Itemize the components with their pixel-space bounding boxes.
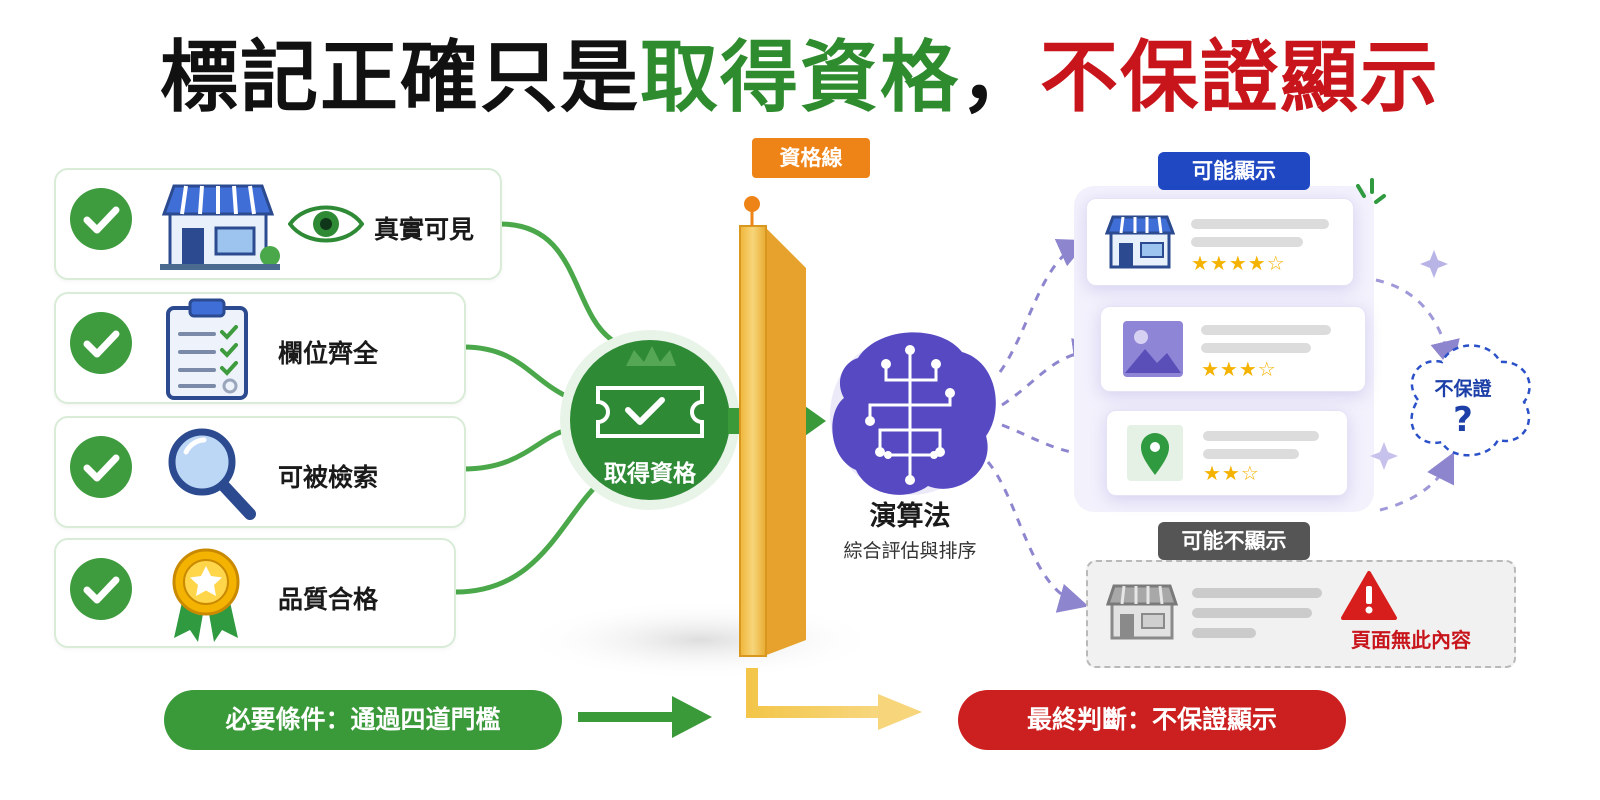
question-mark-icon: ?	[1453, 400, 1473, 440]
clipboard-checklist-icon	[166, 298, 248, 400]
may-not-show-tag: 可能不顯示	[1158, 522, 1310, 560]
connector-1	[499, 221, 614, 343]
title-part-red: 不保證顯示	[1040, 33, 1441, 123]
algorithm-subtitle: 綜合評估與排序	[843, 540, 977, 562]
condition-label: 可被檢索	[278, 463, 379, 492]
algorithm-title: 演算法	[869, 501, 951, 532]
magnifier-icon	[168, 428, 256, 520]
award-medal-icon	[172, 548, 240, 642]
yellow-arrow	[878, 694, 922, 730]
placeholder-bar	[1203, 431, 1319, 441]
check-icon	[70, 558, 132, 620]
not-guaranteed-label: 不保證	[1434, 378, 1492, 400]
condition-card-indexable: 可被檢索	[54, 416, 466, 528]
condition-label: 真實可見	[374, 215, 475, 244]
condition-card-complete: 欄位齊全	[54, 292, 466, 404]
title-part-green: 取得資格	[639, 33, 960, 123]
threshold-flag: 資格線	[752, 138, 870, 178]
placeholder-bar	[1203, 449, 1299, 459]
eligibility-label: 取得資格	[604, 461, 696, 487]
check-icon	[70, 436, 132, 498]
placeholder-bar	[1191, 219, 1329, 229]
title-comma: ，	[960, 33, 1041, 123]
result-card-hidden	[1086, 560, 1516, 668]
connector-2	[462, 344, 572, 401]
image-icon	[1123, 321, 1183, 377]
requirement-pill: 必要條件：通過四道門檻	[164, 690, 562, 750]
connector-3	[462, 427, 567, 472]
map-pin-icon	[1127, 425, 1183, 481]
condition-card-quality: 品質合格	[54, 538, 456, 648]
storefront-icon	[1105, 215, 1175, 269]
result-card-image: ★★★☆	[1100, 306, 1366, 392]
ticket-check-icon	[596, 386, 704, 438]
placeholder-bar	[1201, 343, 1311, 353]
placeholder-bar	[1192, 608, 1312, 618]
may-show-tag: 可能顯示	[1158, 152, 1310, 190]
rating-stars: ★★★★☆	[1191, 251, 1286, 275]
storefront-icon	[160, 184, 280, 270]
not-guaranteed-cloud	[1410, 344, 1531, 457]
result-card-location: ★★☆	[1106, 410, 1348, 496]
ai-brain-icon	[830, 332, 996, 495]
warning-label: 頁面無此內容	[1351, 628, 1471, 652]
condition-label: 品質合格	[278, 585, 379, 614]
condition-card-visible: 真實可見	[54, 168, 502, 280]
condition-label: 欄位齊全	[278, 339, 379, 368]
check-icon	[70, 312, 132, 374]
title-part-black: 標記正確只是	[159, 33, 640, 123]
bottom-green-arrow	[672, 696, 712, 738]
eligibility-badge	[570, 340, 730, 500]
connector-4	[454, 480, 602, 595]
placeholder-bar	[1192, 628, 1256, 638]
threshold-wall	[739, 196, 806, 657]
placeholder-bar	[1201, 325, 1331, 335]
rating-stars: ★★★☆	[1201, 357, 1277, 381]
check-icon	[70, 188, 132, 250]
eye-icon	[288, 205, 364, 243]
placeholder-bar	[1192, 588, 1322, 598]
storefront-gray-icon	[1106, 584, 1178, 640]
result-card-store: ★★★★☆	[1086, 198, 1354, 286]
warning-icon	[1341, 571, 1397, 620]
page-title: 標記正確只是取得資格，不保證顯示	[0, 30, 1600, 126]
verdict-pill: 最終判斷：不保證顯示	[958, 690, 1346, 750]
placeholder-bar	[1191, 237, 1303, 247]
rating-stars: ★★☆	[1203, 461, 1260, 485]
